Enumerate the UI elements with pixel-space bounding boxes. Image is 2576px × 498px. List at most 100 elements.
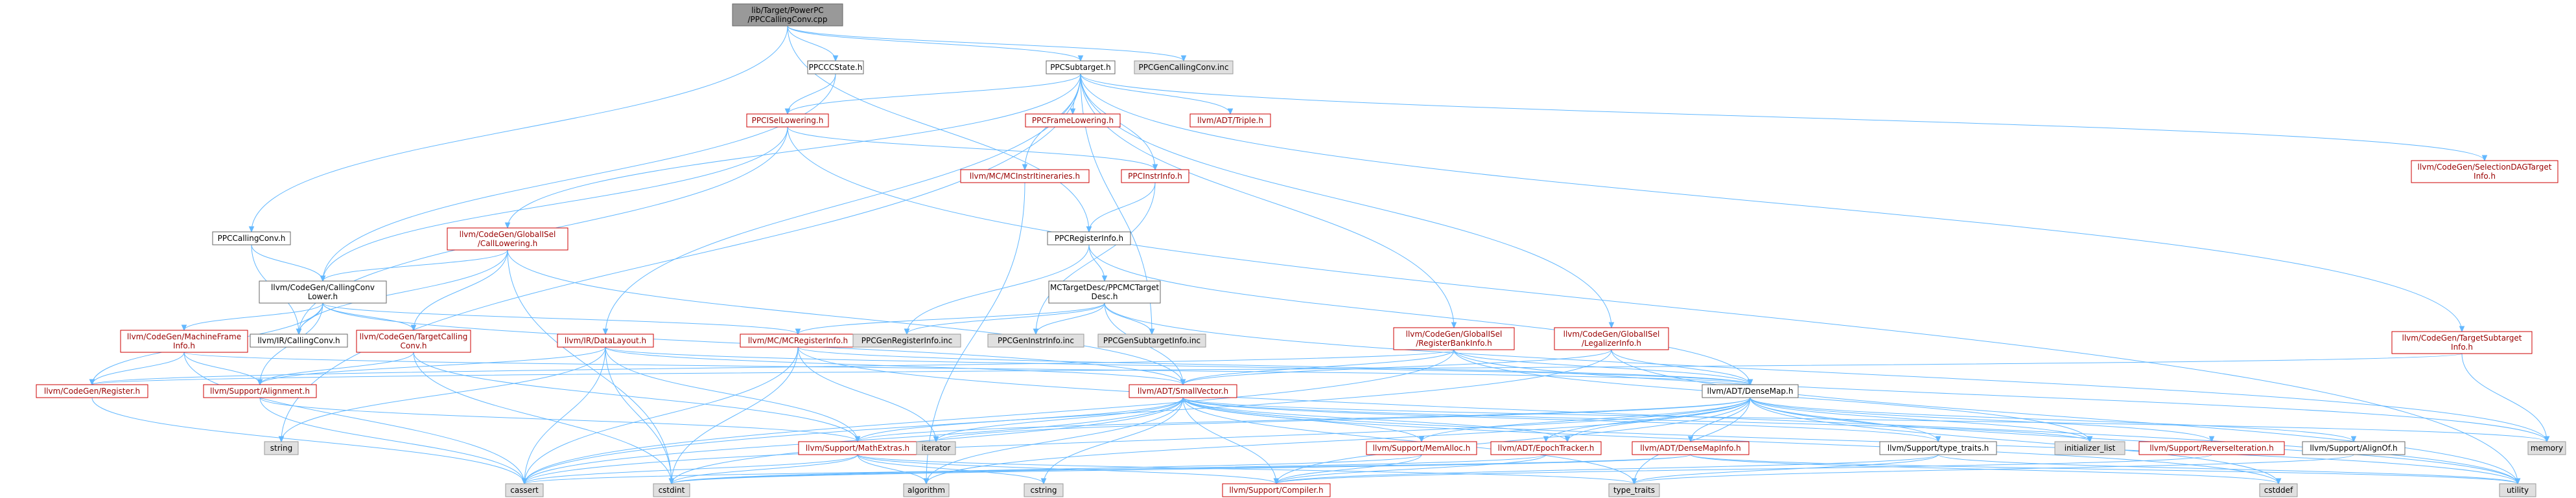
node-ppcgenregisterinfo-inc: PPCGenRegisterInfo.inc — [852, 334, 961, 348]
edge-mathextras-to-type_traits — [857, 454, 1635, 484]
node-label: llvm/MC/MCRegisterInfo.h — [748, 336, 848, 345]
edge-typetraitsh-to-compiler — [1276, 454, 1939, 484]
node-label: llvm/Support/AlignOf.h — [2310, 444, 2397, 453]
node-label: MCTargetDesc/PPCMCTarget — [1050, 283, 1159, 292]
node-llvm-adt-densemap-h[interactable]: llvm/ADT/DenseMap.h — [1702, 384, 1799, 398]
edge-cgccl-to-mfinfo — [183, 302, 323, 331]
node-box — [356, 330, 471, 353]
node-ppcgencallingconv-inc: PPCGenCallingConv.inc — [1134, 60, 1234, 74]
node-ppcgensubtargetinfo-inc: PPCGenSubtargetInfo.inc — [1097, 334, 1206, 348]
edge-arrowhead — [1687, 436, 1694, 443]
node-llvm-support-mathextras-h[interactable]: llvm/Support/MathExtras.h — [798, 441, 917, 455]
node-label: llvm/CodeGen/GlobalISel — [1406, 330, 1503, 339]
node-label: llvm/Support/type_traits.h — [1888, 444, 1989, 453]
node-string: string — [264, 441, 299, 455]
node-ppcisellowering-h[interactable]: PPCISelLowering.h — [746, 113, 829, 128]
edge-legal-to-utility — [1611, 349, 2518, 484]
node-ppcccstate-h[interactable]: PPCCCState.h — [807, 60, 864, 74]
node-llvm-codegen-register-h[interactable]: llvm/CodeGen/Register.h — [36, 384, 148, 398]
node-label: /PPCCallingConv.cpp — [748, 15, 828, 24]
node-ppcsubtarget-h[interactable]: PPCSubtarget.h — [1046, 60, 1116, 74]
node-llvm-codegen-globalisel-registerbankinfo-h[interactable]: llvm/CodeGen/GlobalISel/RegisterBankInfo… — [1393, 327, 1515, 350]
edge-arrowhead — [2275, 478, 2282, 485]
edge-dl-to-string — [281, 346, 606, 442]
edge-arrowhead — [2459, 326, 2465, 333]
node-iterator: iterator — [916, 441, 956, 455]
node-box — [1222, 483, 1331, 497]
edge-arrowhead — [504, 222, 511, 229]
node-llvm-codegen-globalisel-legalizerinfo-h[interactable]: llvm/CodeGen/GlobalISel/LegalizerInfo.h — [1554, 327, 1669, 350]
node-llvm-support-type-traits-h[interactable]: llvm/Support/type_traits.h — [1879, 441, 1997, 455]
edge-root-to-ppcgencc — [787, 25, 1184, 62]
edge-arrowhead — [2350, 436, 2357, 443]
node-ppccallingconv-h[interactable]: PPCCallingConv.h — [212, 231, 291, 245]
node-ppcinstrinfo-h[interactable]: PPCInstrInfo.h — [1121, 169, 1189, 183]
node-label: llvm/Support/Compiler.h — [1229, 486, 1323, 495]
node-box — [250, 334, 348, 348]
node-label: utility — [2507, 486, 2529, 495]
edge-arrowhead — [1086, 226, 1092, 233]
node-llvm-adt-epochtracker-h[interactable]: llvm/ADT/EpochTracker.h — [1490, 441, 1602, 455]
node-label: llvm/ADT/Triple.h — [1197, 116, 1263, 125]
edge-dmi-to-utility — [1690, 454, 2518, 484]
edge-ppcsubtarget-to-seldag — [1080, 73, 2485, 161]
node-ppcregisterinfo-h[interactable]: PPCRegisterInfo.h — [1047, 231, 1131, 245]
node-llvm-support-alignment-h[interactable]: llvm/Support/Alignment.h — [203, 384, 317, 398]
node-llvm-support-memalloc-h[interactable]: llvm/Support/MemAlloc.h — [1366, 441, 1477, 455]
node-llvm-adt-triple-h[interactable]: llvm/ADT/Triple.h — [1189, 113, 1271, 128]
edge-mathextras-to-algorithm — [857, 454, 927, 484]
node-llvm-support-reverseiteration-h[interactable]: llvm/Support/ReverseIteration.h — [2138, 441, 2285, 455]
node-label: PPCCCState.h — [809, 63, 863, 72]
edge-densemap-to-memalloc — [1421, 397, 1751, 442]
node-box — [916, 441, 956, 455]
node-label: cstring — [1030, 486, 1057, 495]
node-label: /LegalizerInfo.h — [1582, 339, 1641, 348]
edge-arrowhead — [1070, 108, 1076, 115]
edge-arrowhead — [2481, 155, 2488, 162]
edge-mathextras-to-compiler — [857, 454, 1277, 484]
node-label: PPCRegisterInfo.h — [1055, 234, 1123, 243]
edge-dl-to-mathextras — [605, 346, 858, 442]
node-box — [259, 280, 387, 304]
node-llvm-adt-densemapinfo-h[interactable]: llvm/ADT/DenseMapInfo.h — [1632, 441, 1750, 455]
edge-gicall-to-cgccl — [322, 249, 508, 282]
node-llvm-ir-callingconv-h[interactable]: llvm/IR/CallingConv.h — [250, 334, 348, 348]
node-label: PPCInstrInfo.h — [1128, 172, 1182, 181]
node-label: /CallLowering.h — [478, 239, 537, 248]
node-ppcframelowering-h[interactable]: PPCFrameLowering.h — [1025, 113, 1121, 128]
node-llvm-mc-mcregisterinfo-h[interactable]: llvm/MC/MCRegisterInfo.h — [740, 334, 856, 348]
node-label: llvm/ADT/DenseMap.h — [1707, 387, 1794, 396]
node-initializer-list: initializer_list — [2054, 441, 2125, 455]
node-llvm-adt-smallvector-h[interactable]: llvm/ADT/SmallVector.h — [1129, 384, 1237, 398]
node-label: memory — [2531, 444, 2563, 453]
edge-ppccallingconvh-to-cgccl — [251, 244, 323, 282]
edge-arrowhead — [1180, 55, 1187, 62]
node-llvm-mc-mcinstritineraries-h[interactable]: llvm/MC/MCInstrItineraries.h — [960, 169, 1090, 183]
node-llvm-codegen-globalisel-calllowering-h[interactable]: llvm/CodeGen/GlobalISel/CallLowering.h — [447, 227, 568, 251]
node-box — [732, 3, 843, 27]
node-llvm-ir-datalayout-h[interactable]: llvm/IR/DataLayout.h — [557, 334, 654, 348]
node-label: llvm/ADT/DenseMapInfo.h — [1640, 444, 1740, 453]
node-box — [1608, 483, 1660, 497]
node-llvm-support-alignof-h[interactable]: llvm/Support/AlignOf.h — [2302, 441, 2406, 455]
node-label: llvm/ADT/SmallVector.h — [1138, 387, 1228, 396]
node-box — [1097, 334, 1206, 348]
node-label: PPCISelLowering.h — [752, 116, 824, 125]
node-label: cstddef — [2264, 486, 2293, 495]
edge-legal-to-cassert — [524, 349, 1612, 484]
node-box — [1632, 441, 1750, 455]
edge-tcc-to-mathextras — [413, 352, 858, 442]
node-lib-target-powerpc-ppccallingconv-cpp[interactable]: lib/Target/PowerPC/PPCCallingConv.cpp — [732, 3, 843, 27]
node-box — [1046, 60, 1116, 74]
edge-smallvec-to-memory — [1182, 397, 2547, 442]
edge-mctdesc-to-geninstr — [1035, 302, 1105, 335]
edge-arrowhead — [278, 436, 285, 443]
node-box — [2302, 441, 2406, 455]
node-llvm-support-compiler-h[interactable]: llvm/Support/Compiler.h — [1222, 483, 1331, 497]
